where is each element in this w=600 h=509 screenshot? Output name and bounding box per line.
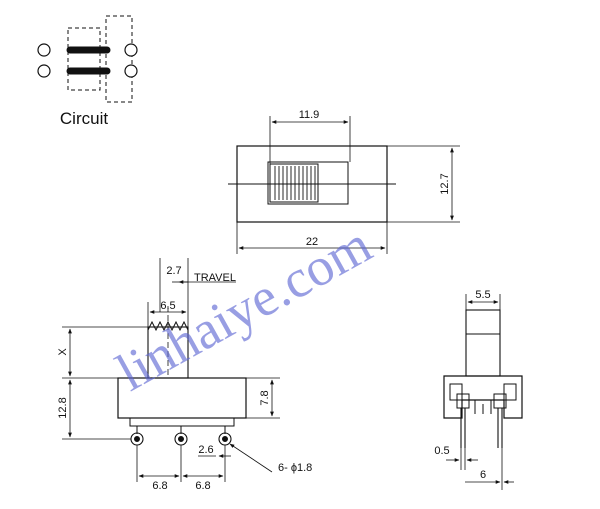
dim-pin-thickness: 0.5 [434, 445, 449, 457]
circuit-terminal [37, 43, 51, 57]
dim-hole-spec: 6- ϕ1.8 [278, 462, 312, 474]
circuit-terminal [37, 64, 51, 78]
top-view-knob-ribs [274, 166, 316, 200]
dim-front-knob-width: 6.5 [160, 300, 175, 312]
hole-leader [229, 443, 273, 473]
circuit-terminal [124, 43, 138, 57]
top-view-knob [269, 163, 319, 203]
front-view-base [129, 417, 235, 427]
dim-top-width: 22 [306, 236, 318, 248]
side-view-knob [465, 309, 501, 377]
dim-top-height: 12.7 [439, 173, 451, 194]
dim-travel-label: TRAVEL [194, 272, 236, 284]
top-view-slot [267, 161, 349, 205]
circuit-label: Circuit [60, 109, 108, 128]
circuit-terminal [124, 64, 138, 78]
dim-pin-pitch-right: 6.8 [195, 480, 210, 492]
side-view-contact [493, 393, 507, 409]
dim-body-height: 7.8 [259, 390, 271, 405]
dim-side-knob-width: 5.5 [475, 289, 490, 301]
dim-pin-spacing: 6 [480, 469, 486, 481]
front-view [62, 258, 280, 482]
circuit-dashed-frame-right [105, 15, 133, 103]
front-view-pins [130, 426, 232, 446]
circuit-dashed-frame-left [67, 27, 101, 91]
dim-travel-value: 2.7 [166, 265, 181, 277]
dim-top-knob-width: 11.9 [299, 109, 320, 121]
top-view [228, 116, 460, 254]
side-view-contact [456, 393, 470, 409]
circuit-symbol [37, 15, 138, 103]
dim-pin-gap-small: 2.6 [198, 444, 213, 456]
dim-knob-height: X [57, 348, 69, 356]
side-view [443, 294, 523, 490]
dim-pin-pitch-left: 6.8 [152, 480, 167, 492]
front-view-knob-ridges [147, 320, 189, 332]
dim-total-height: 12.8 [57, 397, 69, 418]
